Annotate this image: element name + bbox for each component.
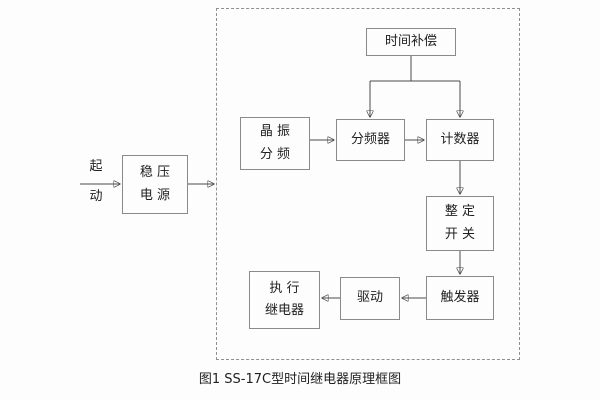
dashed-boundary	[216, 8, 520, 360]
block-setting-switch: 整 定 开 关	[426, 196, 494, 251]
figure-caption: 图1 SS-17C型时间继电器原理框图	[198, 372, 402, 387]
block-counter: 计数器	[426, 119, 494, 161]
start-label: 起 动	[89, 159, 103, 204]
block-time-compensation: 时间补偿	[366, 28, 456, 56]
block-drive: 驱动	[340, 277, 400, 320]
block-frequency-divider: 分频器	[336, 119, 405, 161]
block-trigger: 触发器	[426, 276, 494, 320]
block-power-supply: 稳 压 电 源	[122, 155, 188, 214]
block-executive-relay: 执 行 继电器	[249, 271, 320, 329]
block-crystal-divider: 晶 振 分 频	[240, 117, 310, 170]
